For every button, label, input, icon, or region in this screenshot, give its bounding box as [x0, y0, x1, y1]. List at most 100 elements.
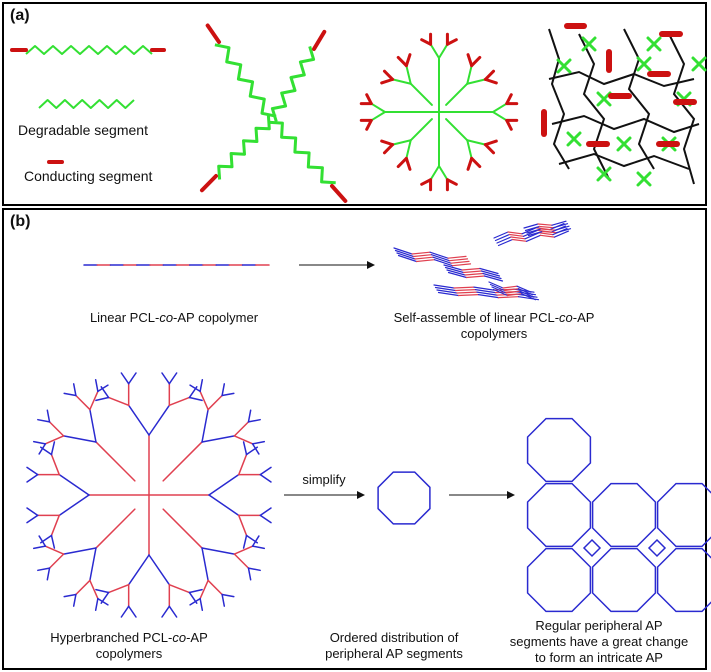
linear-copolymer-illustration [10, 45, 166, 164]
legend-conducting-label: Conducting segment [24, 168, 153, 184]
hyper-b-branch [251, 443, 260, 455]
hyper-b-branch [259, 507, 272, 517]
star-arm-end-0 [205, 23, 221, 44]
hyper-b-branch [221, 593, 235, 598]
panel-a: (a) Degradable segment Conducting segmen… [2, 2, 707, 206]
hyper-b-branch [233, 553, 250, 569]
hyper-b-branch [120, 605, 130, 618]
network-chain-3 [668, 33, 696, 185]
assembly-strand [525, 234, 542, 242]
hyper-end [404, 53, 412, 68]
hyper-b-branch [58, 473, 90, 496]
assembly-strand [489, 283, 506, 292]
hyper-branch [391, 78, 412, 85]
self-assembly-illustration [393, 220, 572, 301]
assembly-strand [508, 233, 525, 237]
network-chain-0 [548, 28, 570, 170]
network-square-0 [582, 538, 602, 558]
hyper-branch [466, 78, 487, 85]
hyper-b-branch [168, 396, 191, 407]
hyper-b-branch [233, 421, 250, 437]
hyper-b-branch [37, 567, 51, 572]
hyper-end [380, 139, 395, 147]
hyper-b-branch [237, 453, 248, 476]
assembly-strand [476, 291, 498, 296]
assembly-strand [539, 234, 556, 238]
assembly-strand [477, 293, 500, 299]
assembly-strand [555, 228, 572, 234]
hyper-branch [391, 139, 412, 146]
hyper-end [382, 143, 395, 155]
hyper-b-branch [127, 605, 137, 618]
assembly-strand [444, 266, 465, 274]
assembly-strand [465, 275, 486, 279]
hyper-b-branch [58, 494, 90, 517]
assembly-strand [502, 285, 518, 289]
hyper-b-branch [95, 441, 136, 482]
hyper-b-branch [46, 567, 51, 581]
panel-a-artwork [10, 23, 707, 203]
assembly-strand [450, 260, 470, 264]
network-degradable-b-10 [596, 166, 612, 182]
hyper-b-branch [50, 453, 61, 476]
hyper-b-branch [162, 441, 203, 482]
hyper-b-branch [38, 443, 47, 455]
hyper-b-branch [247, 567, 261, 572]
hyper-b-branch [63, 593, 77, 598]
assembly-strand [520, 293, 537, 301]
assembly-strand [521, 227, 537, 235]
assembly-strand [554, 225, 570, 231]
assembly-strand [491, 286, 507, 294]
assembly-strand [437, 291, 460, 297]
hyper-b-branch [62, 435, 97, 443]
network-chain-6 [558, 152, 690, 170]
assembly-strand [506, 293, 523, 297]
degradable-chain [25, 45, 153, 55]
hyper-b-branch [32, 440, 47, 445]
hyper-end [483, 69, 496, 81]
hyper-b-branch [247, 418, 261, 423]
hyper-branch [445, 82, 469, 106]
assembly-strand [474, 288, 497, 294]
assembly-strand [429, 251, 449, 259]
panel-a-label: (a) [10, 7, 30, 24]
hyper-b-branch [62, 547, 97, 555]
hyper-branch [466, 139, 473, 160]
assembly-strand [510, 236, 526, 240]
assembly-strand [451, 263, 472, 267]
assembly-strand [516, 285, 532, 293]
hyper-b-branch [247, 567, 252, 581]
hyper-b-branch [189, 384, 201, 393]
hyper-b-branch [89, 579, 99, 600]
network-octagon-5 [591, 547, 657, 613]
hyper-b-branch [94, 597, 99, 612]
hyper-branch [429, 165, 440, 181]
assembly-strand [448, 258, 469, 262]
assembly-strand [482, 272, 502, 280]
hyper-end [483, 139, 498, 147]
hyper-b-branch [189, 597, 201, 606]
hyper-branch [405, 139, 412, 160]
hyper-b-branch [221, 593, 226, 607]
hyper-b-branch [32, 545, 47, 550]
hyper-b-branch [50, 534, 56, 549]
hyper-b-branch [199, 597, 204, 612]
hyper-b-branch [89, 390, 99, 411]
star-arm-end-2 [199, 174, 218, 193]
panel-b-artwork [26, 220, 711, 618]
star-copolymer-illustration [199, 23, 348, 203]
assembly-strand [553, 230, 570, 238]
assembly-strand [446, 269, 466, 276]
simplify-label: simplify [302, 472, 346, 487]
hyper-b-branch [75, 579, 91, 596]
assembly-strand [480, 270, 501, 277]
hyper-b-branch [95, 396, 110, 402]
hyper-b-branch [162, 508, 203, 549]
assembly-strand [433, 259, 454, 267]
hyperbranched-copolymer-illustration [359, 32, 519, 192]
hyper-b-branch [97, 384, 109, 393]
hyper-end [466, 156, 474, 171]
hyper-b-branch [208, 473, 240, 496]
